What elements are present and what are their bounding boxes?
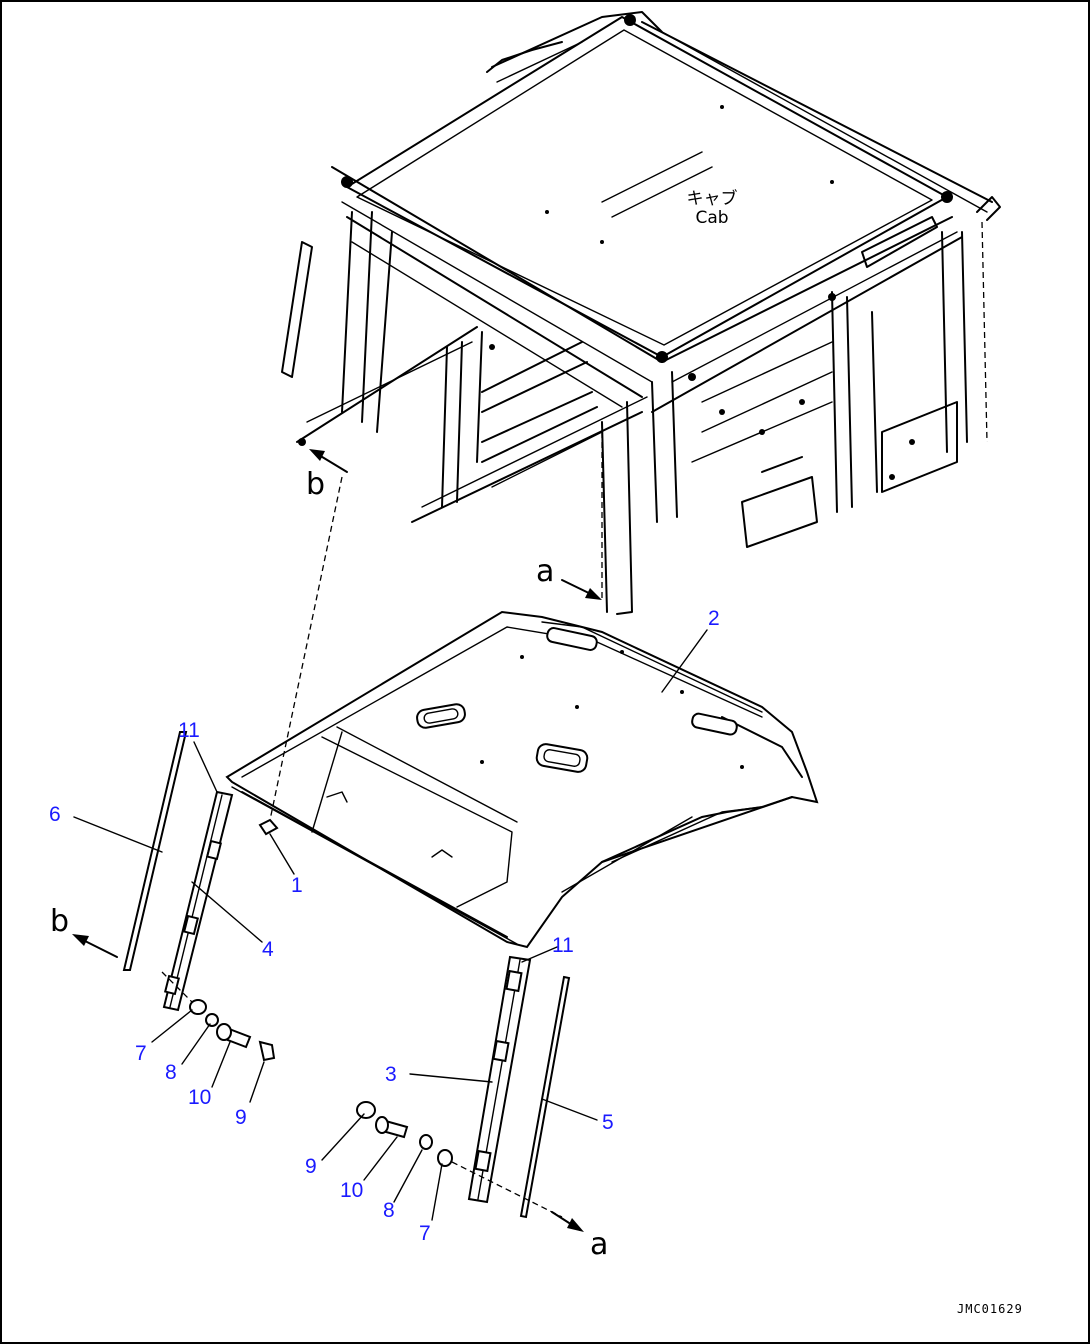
headliner-panel [225, 610, 819, 949]
right-trim-assembly [356, 955, 571, 1219]
callout-9-right: 9 [305, 1155, 317, 1178]
callout-10-right: 10 [340, 1179, 364, 1202]
view-letter-a-top: a [536, 554, 555, 589]
cab-label-en: Cab [695, 207, 729, 228]
callout-9-left: 9 [235, 1106, 247, 1129]
callout-11-right: 11 [552, 934, 574, 957]
callout-8-left: 8 [165, 1061, 177, 1084]
callout-10-left: 10 [188, 1086, 212, 1109]
cab-label: キャブ Cab [682, 190, 742, 227]
left-trim-assembly [122, 731, 276, 1062]
view-letter-b-top: b [306, 467, 326, 502]
callout-11-left: 11 [178, 719, 200, 742]
clip-part-1 [258, 818, 279, 836]
callout-7-left: 7 [135, 1042, 147, 1065]
cab-label-jp: キャブ [686, 189, 738, 209]
view-letter-a-bottom: a [590, 1227, 609, 1262]
document-id: JMC01629 [957, 1302, 1023, 1316]
callout-7-right: 7 [419, 1222, 431, 1245]
leader-lines [72, 449, 708, 1232]
callout-1: 1 [291, 874, 303, 897]
callout-6: 6 [49, 803, 61, 826]
callout-8-right: 8 [383, 1199, 395, 1222]
callout-5: 5 [602, 1111, 614, 1134]
callout-4: 4 [262, 938, 274, 961]
callout-2: 2 [708, 607, 720, 630]
callout-3: 3 [385, 1063, 397, 1086]
view-letter-b-left: b [50, 904, 70, 939]
cab-frame [281, 11, 1001, 615]
